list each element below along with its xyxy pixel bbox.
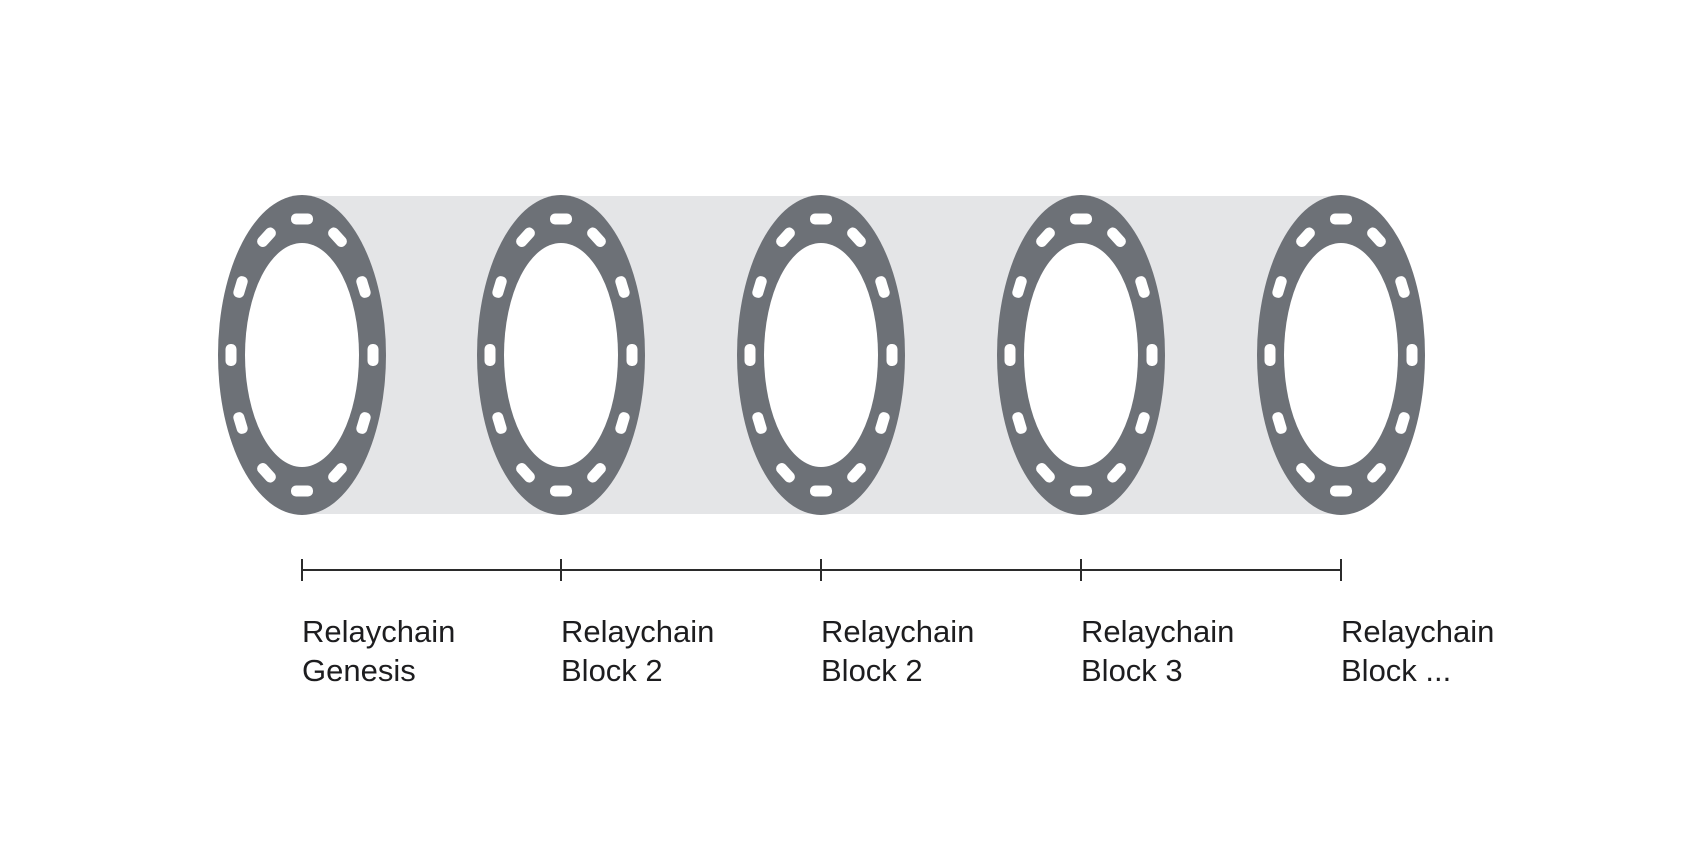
bolt-hole [1135,276,1150,298]
bolt-hole [1367,462,1386,483]
bolt-hole [328,462,347,483]
block-label-block-2a: Relaychain Block 2 [561,612,801,690]
bolt-hole [367,344,379,366]
bolt-hole [291,485,313,497]
bolt-hole [776,462,795,483]
bolt-hole [1135,412,1150,434]
block-label-line1: Relaychain [1081,614,1235,649]
bolt-hole [516,462,535,483]
block-label-line2: Block 3 [1081,653,1183,688]
bolt-hole [1012,412,1027,434]
bolt-hole [752,412,767,434]
ring-inner [245,243,359,467]
bolt-hole [356,412,371,434]
ring-inner [504,243,618,467]
bolt-hole [328,227,347,248]
bolt-hole [847,227,866,248]
bolt-hole [810,213,832,225]
ring-inner [1284,243,1398,467]
bolt-hole [1036,462,1055,483]
block-ring [737,195,905,515]
block-label-line1: Relaychain [561,614,715,649]
bolt-hole [847,462,866,483]
bolt-hole [615,276,630,298]
bolt-hole [1004,344,1016,366]
bolt-hole [1107,227,1126,248]
block-label-block-2b: Relaychain Block 2 [821,612,1061,690]
block-ring [477,195,645,515]
bolt-hole [1070,213,1092,225]
bolt-hole [1395,412,1410,434]
bolt-hole [257,462,276,483]
ring-inner [1024,243,1138,467]
bolt-hole [1012,276,1027,298]
bolt-hole [1296,462,1315,483]
bolt-hole [744,344,756,366]
bolt-hole [1330,485,1352,497]
bolt-hole [587,227,606,248]
block-label-line2: Genesis [302,653,416,688]
bolt-hole [484,344,496,366]
bolt-hole [1272,276,1287,298]
bolt-hole [291,213,313,225]
bolt-hole [257,227,276,248]
timeline [301,559,1342,581]
bolt-hole [1146,344,1158,366]
block-label-line2: Block ... [1341,653,1452,688]
bolt-hole [550,213,572,225]
bolt-hole [875,412,890,434]
block-ring [218,195,386,515]
bolt-hole [1107,462,1126,483]
block-label-line2: Block 2 [561,653,663,688]
bolt-hole [886,344,898,366]
bolt-hole [875,276,890,298]
ring-inner [764,243,878,467]
bolt-hole [776,227,795,248]
block-ring [997,195,1165,515]
bolt-hole [1272,412,1287,434]
bolt-hole [233,412,248,434]
block-label-block-more: Relaychain Block ... [1341,612,1581,690]
bolt-hole [1036,227,1055,248]
bolt-hole [356,276,371,298]
block-label-block-3: Relaychain Block 3 [1081,612,1321,690]
bolt-hole [1264,344,1276,366]
bolt-hole [225,344,237,366]
bolt-hole [1406,344,1418,366]
bolt-hole [810,485,832,497]
block-label-line1: Relaychain [821,614,975,649]
bolt-hole [626,344,638,366]
bolt-hole [550,485,572,497]
bolt-hole [752,276,767,298]
block-label-genesis: Relaychain Genesis [302,612,542,690]
bolt-hole [587,462,606,483]
bolt-hole [1070,485,1092,497]
bolt-hole [516,227,535,248]
bolt-hole [1296,227,1315,248]
bolt-hole [1330,213,1352,225]
bolt-hole [492,276,507,298]
block-label-line1: Relaychain [302,614,456,649]
bolt-hole [1395,276,1410,298]
block-label-line1: Relaychain [1341,614,1495,649]
block-label-line2: Block 2 [821,653,923,688]
bolt-hole [492,412,507,434]
block-ring [1257,195,1425,515]
bolt-hole [1367,227,1386,248]
bolt-hole [615,412,630,434]
block-rings [218,195,1425,515]
bolt-hole [233,276,248,298]
